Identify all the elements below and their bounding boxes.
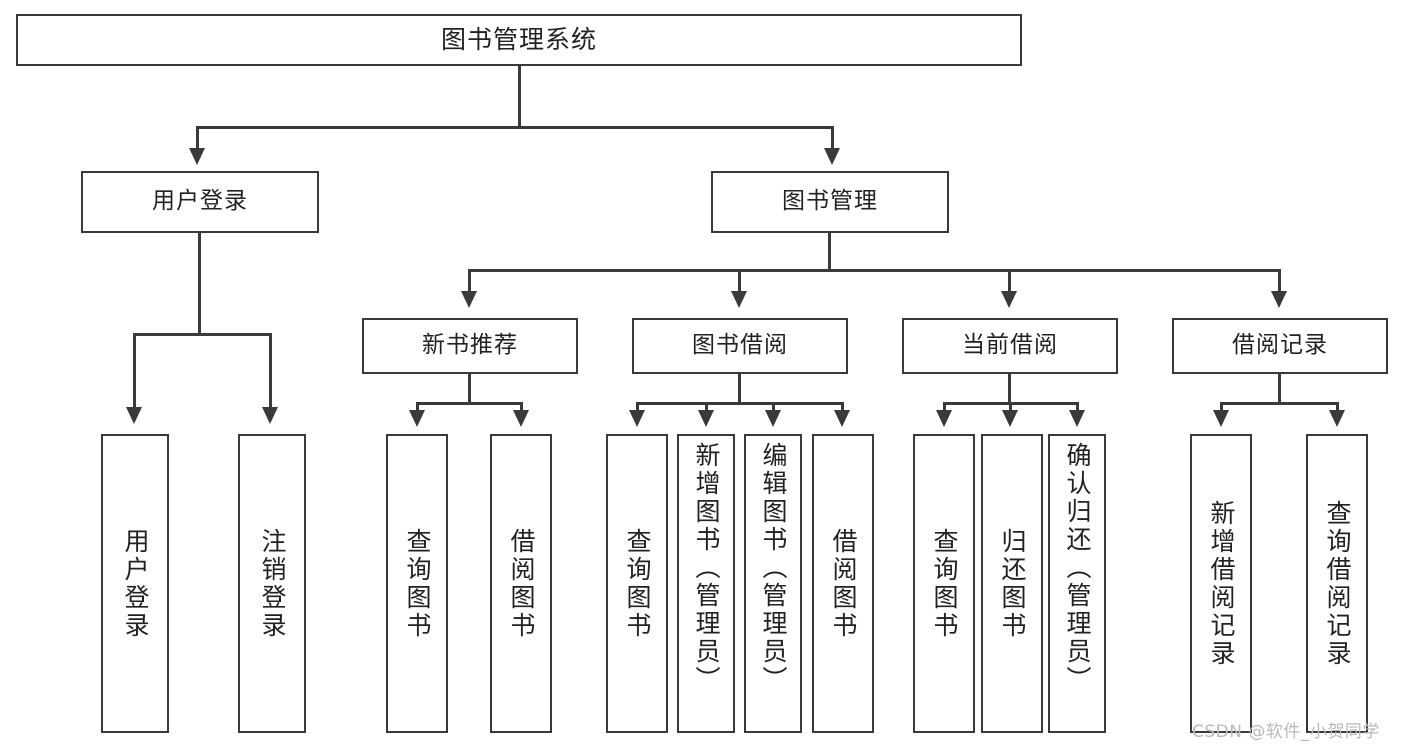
leaf-borrow-record-0[interactable]: 新增借阅记录: [1190, 434, 1252, 733]
connector-to-user-login: [196, 126, 199, 150]
node-label: 新增借阅记录: [1207, 499, 1236, 668]
node-user-login[interactable]: 用户登录: [81, 171, 319, 233]
connector-book-borrow-leaf-3: [841, 402, 844, 413]
connector-to-book-management: [831, 126, 834, 150]
node-label: 图书借阅: [692, 332, 788, 359]
leaf-user-login-0[interactable]: 用户登录: [101, 434, 169, 733]
connector-new-book-recommend-leaf-0: [416, 402, 419, 413]
node-label: 新书推荐: [422, 332, 518, 359]
arrow-borrow-record-leaf-1: [1329, 410, 1345, 427]
arrow-new-book-recommend-leaf-0: [409, 410, 425, 427]
arrow-current-borrow-leaf-0: [936, 410, 952, 427]
connector-to-new-book-recommend: [468, 269, 471, 293]
connector-current-borrow-leaf-0: [943, 402, 946, 413]
connector-current-borrow-stem: [1008, 374, 1011, 404]
node-label: 新增图书（管理员）: [692, 442, 721, 694]
csdn-watermark: CSDN @软件_小贺同学: [1192, 722, 1380, 742]
node-book-borrow[interactable]: 图书借阅: [632, 318, 848, 374]
node-root-book-management-system[interactable]: 图书管理系统: [16, 14, 1022, 66]
arrow-new-book-recommend-leaf-1: [513, 410, 529, 427]
connector-book-borrow-leaf-2: [772, 402, 775, 413]
connector-user-login-leaf-1: [269, 333, 272, 409]
node-current-borrow[interactable]: 当前借阅: [902, 318, 1118, 374]
node-label: 编辑图书（管理员）: [759, 442, 788, 694]
connector-borrow-record-leaf-1: [1336, 402, 1339, 413]
connector-user-login-split-bar: [133, 333, 272, 336]
arrow-to-new-book-recommend: [461, 291, 477, 308]
leaf-current-borrow-1[interactable]: 归还图书: [981, 434, 1043, 733]
node-label: 查询图书: [403, 527, 432, 640]
node-label: 归还图书: [998, 527, 1027, 640]
connector-user-login-leaf-0: [133, 333, 136, 409]
connector-borrow-record-leaf-0: [1220, 402, 1223, 413]
node-label: 查询图书: [930, 527, 959, 640]
arrow-to-current-borrow: [1001, 291, 1017, 308]
connector-to-current-borrow: [1008, 269, 1011, 293]
connector-new-book-recommend-split-bar: [416, 402, 523, 405]
node-new-book-recommend[interactable]: 新书推荐: [362, 318, 578, 374]
connector-book-borrow-split-bar: [636, 402, 844, 405]
node-label: 注销登录: [258, 527, 287, 640]
arrow-to-user-login: [189, 148, 205, 165]
leaf-book-borrow-2[interactable]: 编辑图书（管理员）: [744, 434, 802, 733]
leaf-user-login-1[interactable]: 注销登录: [238, 434, 306, 733]
arrow-book-borrow-leaf-2: [765, 410, 781, 427]
node-label: 确认归还（管理员）: [1063, 442, 1092, 694]
arrow-borrow-record-leaf-0: [1213, 410, 1229, 427]
connector-new-book-recommend-stem: [468, 374, 471, 404]
arrow-book-borrow-leaf-3: [834, 410, 850, 427]
connector-new-book-recommend-leaf-1: [520, 402, 523, 413]
node-borrow-record[interactable]: 借阅记录: [1172, 318, 1388, 374]
leaf-current-borrow-2[interactable]: 确认归还（管理员）: [1048, 434, 1106, 733]
connector-current-borrow-leaf-2: [1076, 402, 1079, 413]
connector-book-borrow-leaf-0: [636, 402, 639, 413]
connector-book-borrow-leaf-1: [705, 402, 708, 413]
node-book-management[interactable]: 图书管理: [711, 171, 949, 233]
node-label: 用户登录: [121, 527, 150, 640]
arrow-current-borrow-leaf-2: [1069, 410, 1085, 427]
node-label: 图书管理系统: [440, 25, 597, 55]
leaf-new-book-recommend-0[interactable]: 查询图书: [386, 434, 448, 733]
connector-book-borrow-stem: [738, 374, 741, 404]
leaf-book-borrow-1[interactable]: 新增图书（管理员）: [677, 434, 735, 733]
arrow-to-book-borrow: [731, 291, 747, 308]
connector-user-login-stem: [198, 233, 201, 335]
connector-book-management-stem: [828, 233, 831, 271]
node-label: 查询借阅记录: [1323, 499, 1352, 668]
arrow-book-borrow-leaf-0: [629, 410, 645, 427]
node-label: 借阅图书: [829, 527, 858, 640]
leaf-borrow-record-1[interactable]: 查询借阅记录: [1306, 434, 1368, 733]
connector-root-stem: [518, 66, 521, 128]
connector-borrow-record-split-bar: [1220, 402, 1339, 405]
arrow-book-borrow-leaf-1: [698, 410, 714, 427]
node-label: 借阅图书: [507, 527, 536, 640]
node-label: 用户登录: [152, 188, 248, 215]
node-label: 查询图书: [623, 527, 652, 640]
arrow-user-login-leaf-1: [262, 407, 278, 424]
leaf-current-borrow-0[interactable]: 查询图书: [913, 434, 975, 733]
connector-current-borrow-leaf-1: [1009, 402, 1012, 413]
leaf-book-borrow-0[interactable]: 查询图书: [606, 434, 668, 733]
node-label: 借阅记录: [1232, 332, 1328, 359]
arrow-user-login-leaf-0: [126, 407, 142, 424]
connector-to-borrow-record: [1278, 269, 1281, 293]
leaf-book-borrow-3[interactable]: 借阅图书: [812, 434, 874, 733]
leaf-new-book-recommend-1[interactable]: 借阅图书: [490, 434, 552, 733]
connector-book-management-split-bar: [468, 269, 1281, 272]
connector-root-split-bar: [196, 126, 834, 129]
connector-to-book-borrow: [738, 269, 741, 293]
arrow-to-borrow-record: [1271, 291, 1287, 308]
arrow-current-borrow-leaf-1: [1002, 410, 1018, 427]
node-label: 图书管理: [782, 188, 878, 215]
arrow-to-book-management: [824, 148, 840, 165]
connector-borrow-record-stem: [1278, 374, 1281, 404]
node-label: 当前借阅: [962, 332, 1058, 359]
